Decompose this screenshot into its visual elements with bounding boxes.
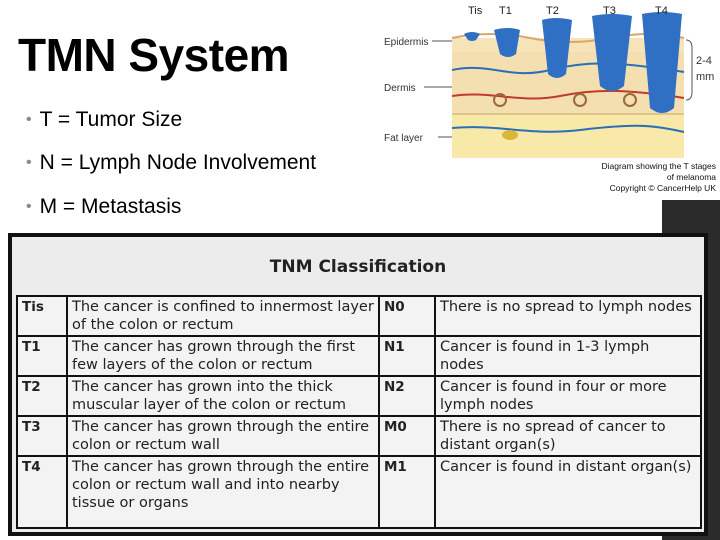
depth-label: 2-4 (696, 55, 712, 67)
bullet-item-m: • M = Metastasis (26, 195, 181, 219)
n-desc-cell: Cancer is found in four or more lymph no… (434, 375, 702, 417)
bullet-dot-icon: • (26, 111, 32, 128)
caption-line: of melanoma (666, 172, 716, 182)
tumor-t3 (592, 14, 632, 91)
t-desc-cell: The cancer has grown through the first f… (66, 335, 380, 377)
t-desc-cell: The cancer has grown into the thick musc… (66, 375, 380, 417)
tumor-tis (464, 32, 480, 41)
caption-line: Diagram showing the T stages (601, 161, 717, 171)
vessel-line (451, 89, 685, 100)
follicle-mark (573, 93, 587, 107)
t-code-cell: Tis (16, 295, 68, 337)
stage-label: T3 (603, 5, 616, 17)
t-code-cell: T2 (16, 375, 68, 417)
table-row: T4 The cancer has grown through the enti… (16, 455, 702, 529)
dermis-layer (452, 52, 684, 114)
t-desc-cell: The cancer has grown through the entire … (66, 415, 380, 457)
bullet-text: T = Tumor Size (39, 108, 183, 131)
tumor-t4 (642, 12, 682, 113)
t-desc-cell: The cancer is confined to innermost laye… (66, 295, 380, 337)
layer-label: Dermis (384, 83, 416, 94)
n-code-cell: N0 (378, 295, 436, 337)
follicle-mark (493, 93, 507, 107)
bullet-dot-icon: • (26, 154, 32, 171)
t-code-cell: T3 (16, 415, 68, 457)
layer-label: Fat layer (384, 133, 424, 144)
fat-cell (502, 130, 518, 140)
bullet-dot-icon: • (26, 198, 32, 215)
tumor-t1 (494, 28, 520, 57)
melanoma-stage-diagram: Tis T1 T2 T3 T4 Epidermis Dermis Fat lay… (384, 5, 714, 158)
diagram-caption: Diagram showing the T stages of melanoma… (560, 161, 717, 194)
slide-title: TMN System (18, 29, 290, 81)
bullet-item-t: • T = Tumor Size (26, 108, 182, 132)
tnm-table-image: TNM Classification Tis The cancer is con… (8, 233, 708, 536)
depth-bracket (685, 39, 693, 101)
n-code-cell: M1 (378, 455, 436, 529)
bullet-text: N = Lymph Node Involvement (39, 151, 317, 174)
n-code-cell: M0 (378, 415, 436, 457)
caption-line: Copyright © CancerHelp UK (609, 183, 716, 193)
layer-label: Epidermis (384, 37, 428, 48)
n-code-cell: N2 (378, 375, 436, 417)
t-code-cell: T1 (16, 335, 68, 377)
follicle-mark (623, 93, 637, 107)
t-desc-cell: The cancer has grown through the entire … (66, 455, 380, 529)
n-desc-cell: There is no spread to lymph nodes (434, 295, 702, 337)
table-row: Tis The cancer is confined to innermost … (16, 295, 702, 337)
n-desc-cell: Cancer is found in 1-3 lymph nodes (434, 335, 702, 377)
n-code-cell: N1 (378, 335, 436, 377)
tumor-t2 (542, 18, 572, 78)
tnm-table-panel: TNM Classification Tis The cancer is con… (12, 237, 704, 532)
depth-unit: mm (696, 71, 714, 83)
table-row: T1 The cancer has grown through the firs… (16, 335, 702, 377)
bullet-text: M = Metastasis (39, 195, 182, 218)
fat-layer (452, 114, 684, 158)
tnm-classification-table: Tis The cancer is confined to innermost … (16, 295, 702, 529)
n-desc-cell: There is no spread of cancer to distant … (434, 415, 702, 457)
n-desc-cell: Cancer is found in distant organ(s) (434, 455, 702, 529)
bullet-item-n: • N = Lymph Node Involvement (26, 151, 316, 175)
stage-label: Tis (468, 5, 483, 17)
table-row: T3 The cancer has grown through the enti… (16, 415, 702, 457)
t-code-cell: T4 (16, 455, 68, 529)
vessel-line (451, 124, 685, 133)
stage-label: T4 (655, 5, 668, 17)
stage-label: T2 (546, 5, 559, 17)
table-row: T2 The cancer has grown into the thick m… (16, 375, 702, 417)
stage-label: T1 (499, 5, 512, 17)
tnm-table-title: TNM Classification (269, 257, 447, 277)
